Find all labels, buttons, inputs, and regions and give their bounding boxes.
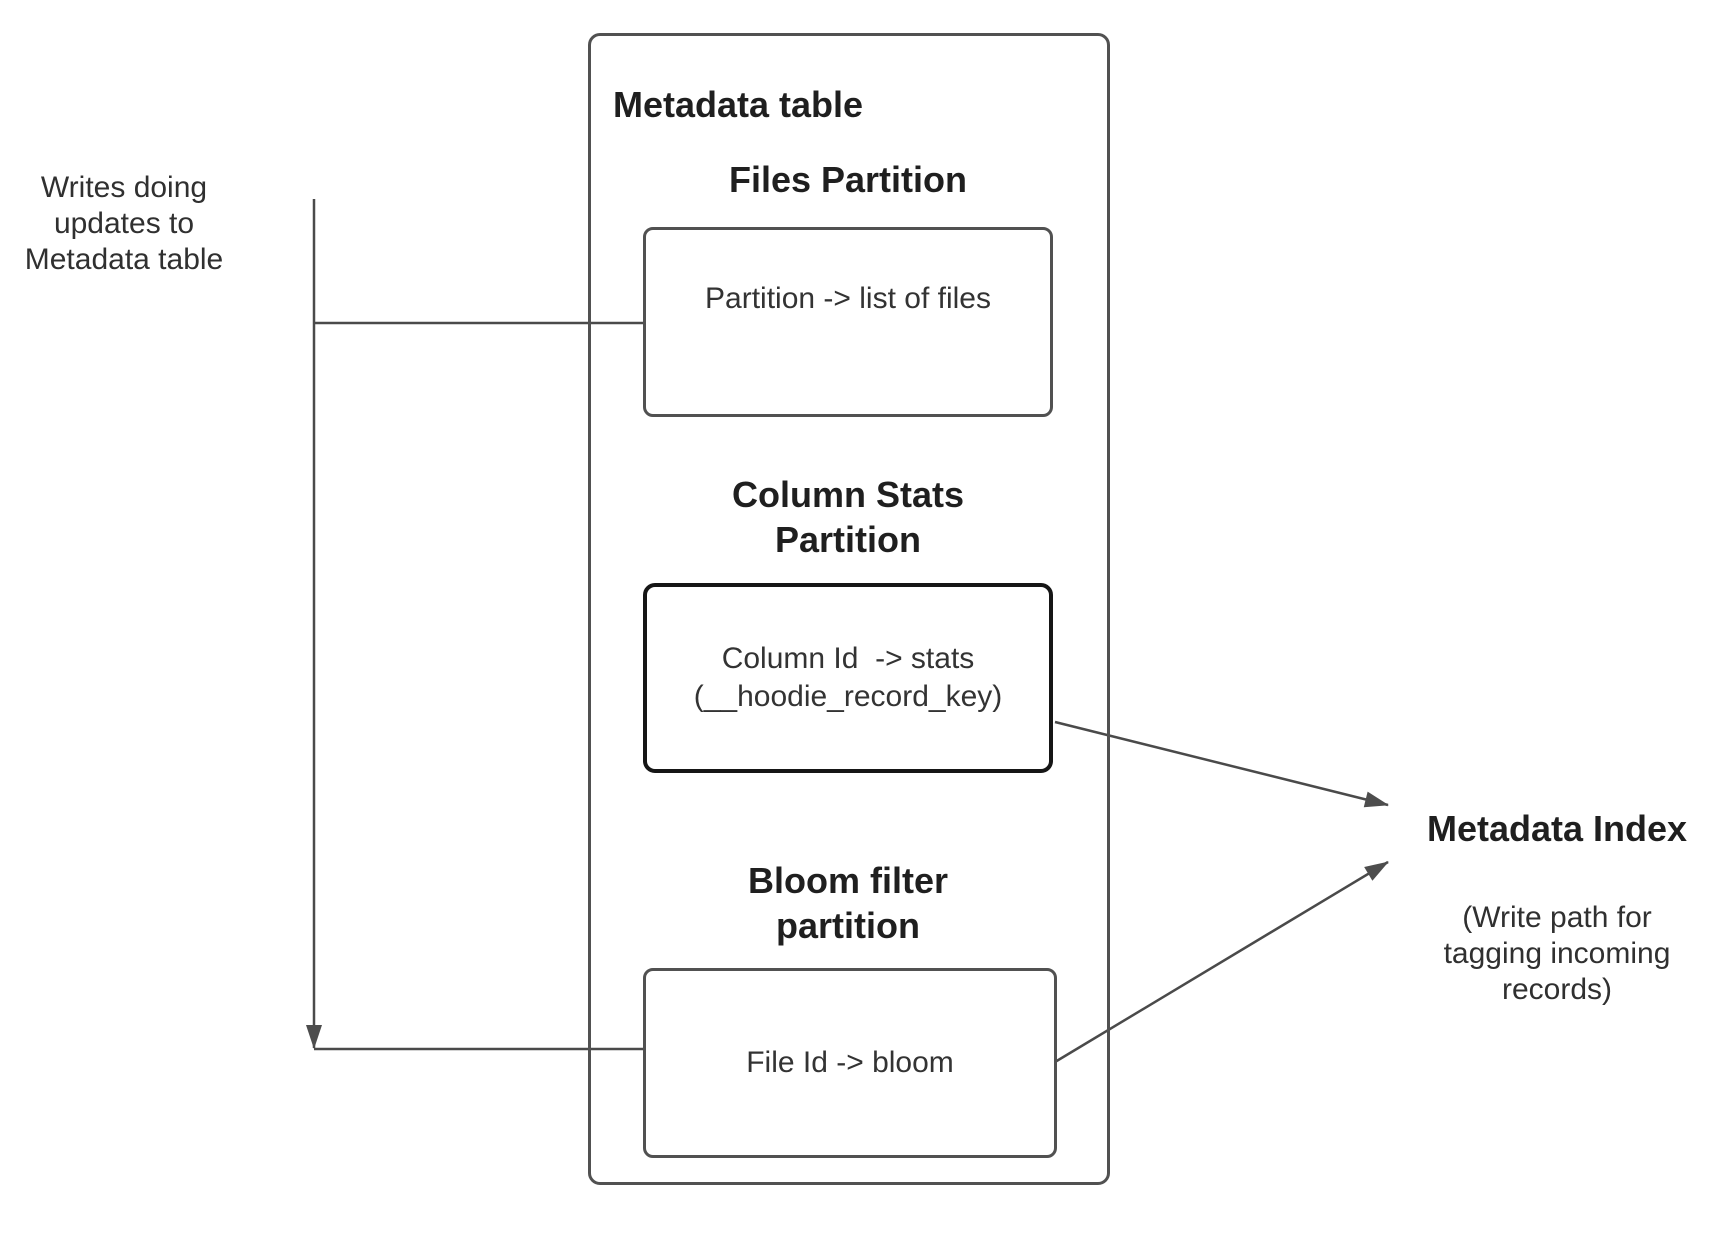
column-stats-partition-heading: Column Stats Partition bbox=[731, 474, 964, 560]
writes-note: Writes doing updates to Metadata table bbox=[24, 171, 224, 276]
files-partition-heading: Files Partition bbox=[728, 159, 968, 200]
metadata-table-title: Metadata table bbox=[613, 84, 864, 125]
bloom-filter-partition-heading: Bloom filter partition bbox=[747, 860, 948, 946]
files-partition-box-label: Partition -> list of files bbox=[705, 282, 991, 315]
column-stats-partition-box: Column Id -> stats (__hoodie_record_key) bbox=[643, 583, 1053, 773]
bloom-filter-partition-box-label: File Id -> bloom bbox=[746, 1046, 954, 1079]
column-stats-partition-box-label: Column Id -> stats (__hoodie_record_key) bbox=[693, 642, 1003, 713]
metadata-table-box bbox=[588, 33, 1110, 1185]
files-partition-box: Partition -> list of files bbox=[643, 227, 1053, 417]
metadata-index-title: Metadata Index bbox=[1426, 808, 1688, 849]
metadata-index-subtitle: (Write path for tagging incoming records… bbox=[1443, 901, 1671, 1006]
bloom-filter-partition-box: File Id -> bloom bbox=[643, 968, 1057, 1158]
